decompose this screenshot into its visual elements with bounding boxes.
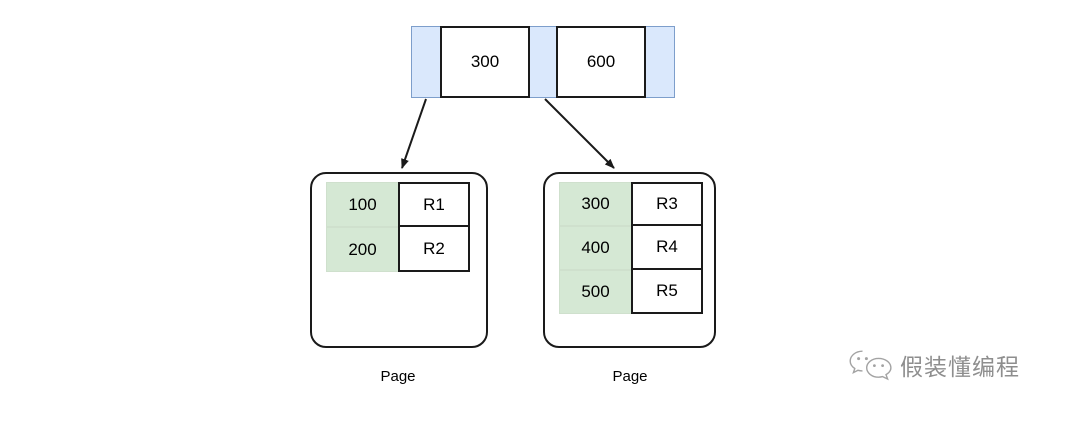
leaf-entry-row: 100 R1	[326, 182, 470, 227]
edge-root-to-left-page	[401, 98, 427, 169]
leaf-key-cell: 200	[326, 227, 399, 272]
root-node: 300 600	[411, 26, 675, 98]
leaf-key-cell: 500	[559, 270, 632, 314]
leaf-page-left-caption: Page	[380, 368, 416, 385]
leaf-key-cell: 400	[559, 226, 632, 270]
root-pointer-cell-1	[529, 26, 557, 98]
watermark-text: 假装懂编程	[900, 355, 1020, 381]
leaf-entry-row: 500 R5	[559, 268, 703, 314]
leaf-page-right: 300 R3 400 R4 500 R5	[543, 172, 716, 348]
root-pointer-cell-0	[411, 26, 441, 98]
root-key-cell-1: 600	[556, 26, 646, 98]
watermark: 假装懂编程	[848, 348, 1020, 382]
leaf-key-cell: 300	[559, 182, 632, 226]
root-key-cell-0: 300	[440, 26, 530, 98]
leaf-entry-row: 200 R2	[326, 225, 470, 272]
leaf-page-left-rows: 100 R1 200 R2	[326, 182, 470, 272]
leaf-record-cell: R5	[631, 268, 703, 314]
leaf-page-left: 100 R1 200 R2	[310, 172, 488, 348]
leaf-page-right-rows: 300 R3 400 R4 500 R5	[559, 182, 703, 314]
leaf-record-cell: R3	[631, 182, 703, 226]
leaf-page-right-caption: Page	[612, 368, 648, 385]
leaf-entry-row: 300 R3	[559, 182, 703, 226]
leaf-key-cell: 100	[326, 182, 399, 227]
leaf-record-cell: R1	[398, 182, 470, 227]
wechat-icon	[849, 350, 892, 381]
edge-root-to-right-page	[544, 98, 615, 169]
root-pointer-cell-2	[645, 26, 675, 98]
leaf-record-cell: R4	[631, 224, 703, 270]
leaf-entry-row: 400 R4	[559, 224, 703, 270]
leaf-record-cell: R2	[398, 225, 470, 272]
